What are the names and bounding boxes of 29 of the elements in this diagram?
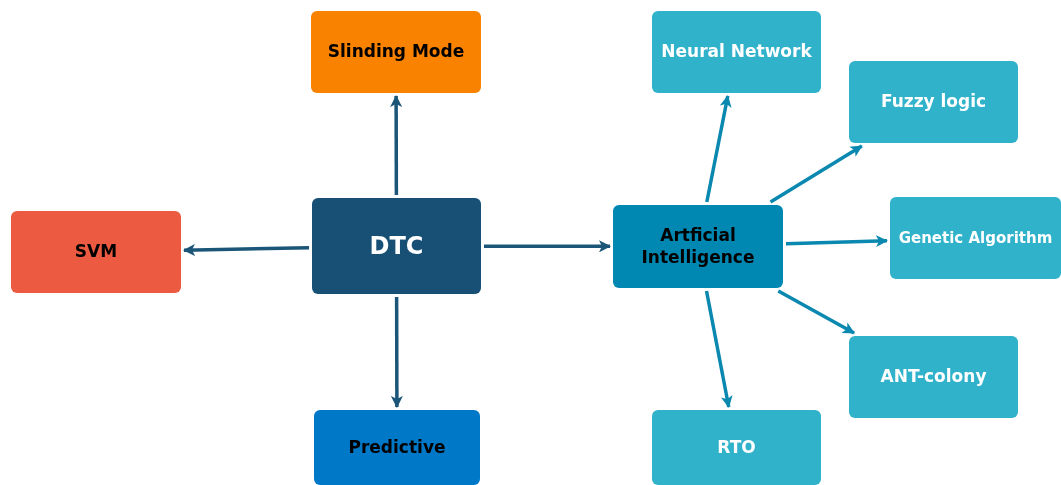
box-label: RTO <box>717 436 756 459</box>
process-box <box>613 205 783 288</box>
arrow <box>704 290 733 408</box>
arrow <box>183 244 310 256</box>
process-box <box>652 11 821 93</box>
process-box <box>314 410 480 485</box>
box-label: Genetic Algorithm <box>898 228 1053 248</box>
arrow <box>785 235 888 248</box>
box-label: Neural Network <box>661 41 812 63</box>
arrow <box>390 95 403 195</box>
arrow <box>390 297 403 408</box>
process-box <box>11 211 181 293</box>
box-label: DTC <box>369 231 424 261</box>
process-box <box>849 61 1018 143</box>
process-box <box>311 11 481 93</box>
process-box <box>890 197 1061 279</box>
arrow <box>769 144 863 204</box>
process-box <box>652 410 821 485</box>
arrow <box>777 289 855 335</box>
box-label: Predictive <box>348 436 446 459</box>
box-label: Slinding Mode <box>327 41 465 63</box>
arrow <box>705 95 732 203</box>
process-box <box>849 336 1018 418</box>
box-label: ANT-colony <box>880 366 987 388</box>
process-box <box>312 198 481 294</box>
box-label: Fuzzy logic <box>880 91 987 113</box>
box-label: SVM <box>74 241 118 263</box>
box-label: Artficial Intelligence <box>640 225 756 268</box>
arrow <box>484 240 611 253</box>
